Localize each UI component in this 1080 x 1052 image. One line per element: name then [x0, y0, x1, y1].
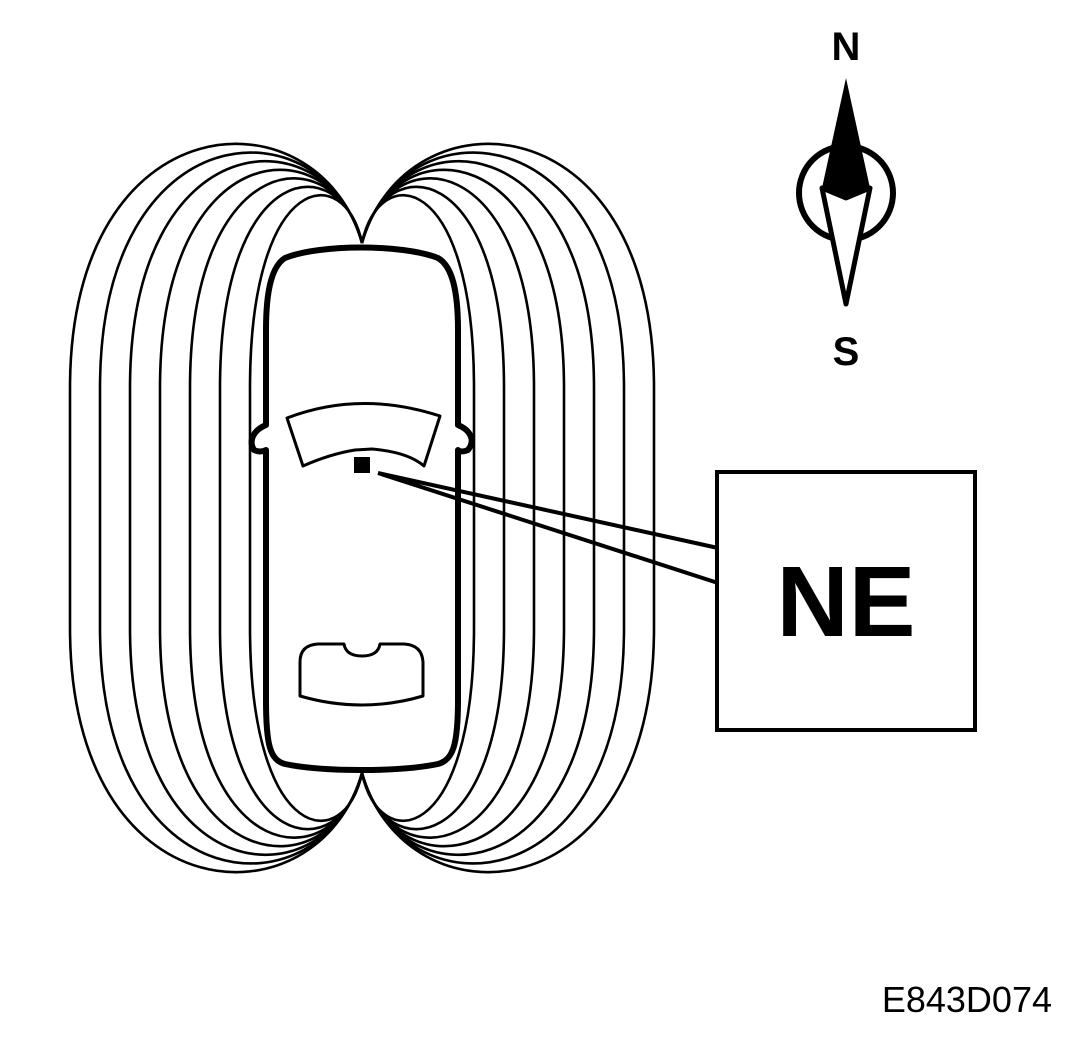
field-line-right-1: [360, 194, 476, 822]
field-line-left-4: [158, 168, 364, 848]
compass-needle-icon: [819, 78, 873, 307]
compass-north-label: N: [832, 25, 861, 69]
field-line-right-4: [360, 168, 566, 848]
field-line-right-2: [360, 185, 506, 831]
field-line-right-7: [360, 142, 656, 874]
label-box-frame: [715, 470, 977, 732]
field-line-right-5: [360, 159, 596, 857]
field-line-left-1: [248, 194, 364, 822]
vehicle-body-outline: [248, 244, 475, 773]
sensor-label-box: NE: [715, 470, 977, 732]
compass-sensor-module: [354, 457, 370, 473]
field-line-left-6: [98, 151, 364, 865]
compass-south-label: S: [833, 330, 860, 374]
sensor-leader-line: [377, 471, 719, 585]
field-line-left-7: [68, 142, 364, 874]
vehicle-windshield: [285, 402, 442, 468]
compass-rose: N S: [796, 25, 896, 374]
vehicle-top-view: [248, 244, 475, 773]
vehicle-rear-window: [298, 642, 425, 707]
field-line-left-5: [128, 159, 364, 857]
field-line-left-3: [188, 177, 364, 839]
reference-code: E843D074: [882, 979, 1052, 1020]
field-line-right-6: [360, 151, 626, 865]
field-line-left-2: [218, 185, 364, 831]
sensor-label-text: NE: [777, 546, 916, 658]
